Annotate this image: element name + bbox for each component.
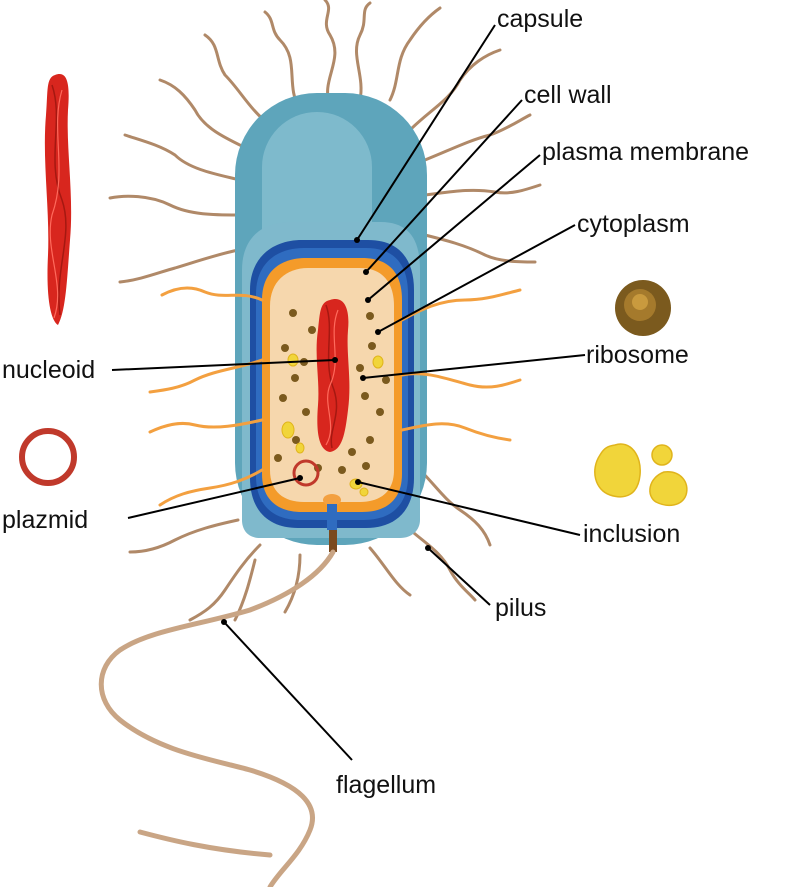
label-cytoplasm: cytoplasm [577,210,690,238]
label-inclusion: inclusion [583,520,680,548]
label-plasma-membrane: plasma membrane [542,138,749,166]
label-nucleoid: nucleoid [2,356,95,384]
label-capsule: capsule [497,5,583,33]
inclusions-enlarged [595,444,687,505]
plasmid-enlarged [22,431,74,483]
leader-flagellum [224,622,352,760]
leader-pilus [428,548,490,605]
label-cell-wall: cell wall [524,81,612,109]
label-pilus: pilus [495,594,546,622]
flagellum-tail [140,832,270,855]
label-flagellum: flagellum [336,771,436,799]
ribosome-enlarged [615,280,671,336]
label-ribosome: ribosome [586,341,689,369]
label-plazmid: plazmid [2,506,88,534]
nucleoid-enlarged [45,74,71,325]
nucleoid-in-cell [317,299,350,452]
